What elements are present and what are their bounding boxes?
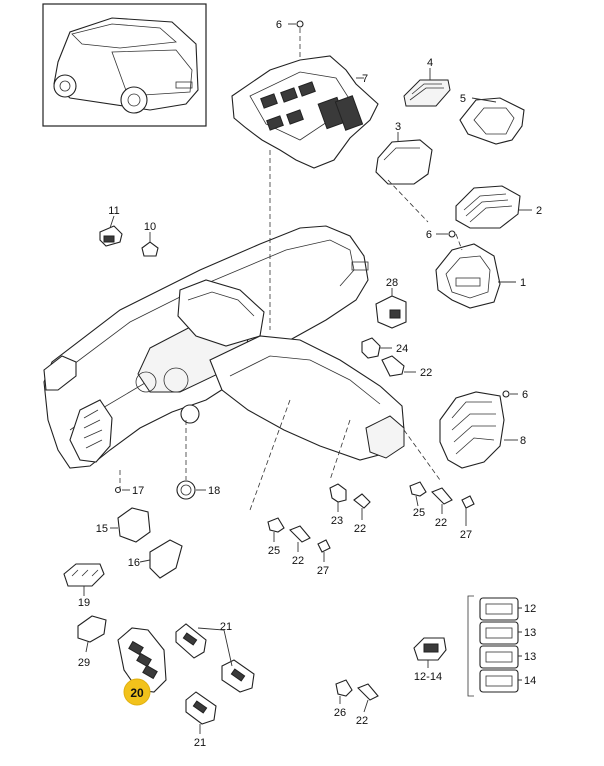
part-21-switch-b[interactable]	[221, 659, 255, 693]
callout-25-b[interactable]: 25	[413, 507, 425, 519]
callout-22-a[interactable]: 22	[420, 367, 432, 379]
part-24-switch[interactable]	[361, 337, 381, 359]
part-23-bulb-holder-a[interactable]	[329, 483, 347, 503]
button-variants-bracket	[467, 595, 519, 697]
callout-22-c[interactable]: 22	[292, 555, 304, 567]
callout-24[interactable]: 24	[396, 343, 408, 355]
callout-4[interactable]: 4	[427, 57, 433, 69]
callout-10[interactable]: 10	[144, 221, 156, 233]
callout-17[interactable]: 17	[132, 485, 144, 497]
callout-19[interactable]: 19	[78, 597, 90, 609]
callout-16[interactable]: 16	[128, 557, 140, 569]
part-25-bulb-holder-a[interactable]	[267, 517, 285, 533]
highlighted-callout-20[interactable]: 20	[123, 678, 151, 706]
part-22-bulb-d[interactable]	[431, 487, 453, 505]
part-21-switch-a[interactable]	[175, 623, 207, 659]
callout-6-b[interactable]: 6	[426, 229, 432, 241]
part-27-bulb-b[interactable]	[461, 495, 475, 509]
callout-6-a[interactable]: 6	[276, 19, 282, 31]
part-22-bulb-f[interactable]	[357, 683, 379, 701]
part-6-screw-b[interactable]	[448, 230, 456, 238]
callout-28[interactable]: 28	[386, 277, 398, 289]
callout-22-b[interactable]: 22	[354, 523, 366, 535]
callout-12-14[interactable]: 12-14	[414, 671, 442, 683]
callout-21-a[interactable]: 21	[220, 621, 232, 633]
part-28-socket[interactable]	[375, 295, 407, 329]
leader-lines	[83, 23, 532, 734]
vehicle-thumbnail	[42, 3, 207, 127]
callout-2[interactable]: 2	[536, 205, 542, 217]
callout-22-d[interactable]: 22	[435, 517, 447, 529]
part-6-screw-c[interactable]	[502, 390, 510, 398]
part-2-vent[interactable]	[455, 185, 521, 229]
part-25-bulb-holder-b[interactable]	[409, 481, 427, 497]
callout-23[interactable]: 23	[331, 515, 343, 527]
part-8-side-panel[interactable]	[439, 391, 505, 469]
callout-13-a[interactable]: 13	[524, 627, 536, 639]
part-26-bulb-holder[interactable]	[335, 679, 353, 697]
callout-labels: 6 7 4 5 3 2 11 10 6 1 28 24 22 6 8 17 18…	[78, 19, 542, 749]
part-10-sensor[interactable]	[141, 241, 159, 257]
part-7-center-console-upper[interactable]	[231, 55, 379, 169]
callout-8[interactable]: 8	[520, 435, 526, 447]
part-19-switch-panel[interactable]	[63, 563, 105, 587]
callout-12[interactable]: 12	[524, 603, 536, 615]
callout-1[interactable]: 1	[520, 277, 526, 289]
part-29-trim[interactable]	[77, 615, 107, 643]
dashboard-main[interactable]	[43, 225, 405, 469]
part-18-knob[interactable]	[176, 480, 196, 500]
callout-5[interactable]: 5	[460, 93, 466, 105]
part-11-switch[interactable]	[99, 225, 123, 247]
callout-25-a[interactable]: 25	[268, 545, 280, 557]
callout-15[interactable]: 15	[96, 523, 108, 535]
part-4-trim-insert[interactable]	[403, 79, 451, 107]
part-12-14-button[interactable]	[413, 637, 447, 661]
part-27-bulb-a[interactable]	[317, 539, 331, 553]
callout-20[interactable]: 20	[130, 686, 144, 700]
part-1-console-housing[interactable]	[435, 243, 501, 309]
callout-29[interactable]: 29	[78, 657, 90, 669]
part-22-bulb-a[interactable]	[381, 355, 405, 377]
callout-26[interactable]: 26	[334, 707, 346, 719]
callout-13-b[interactable]: 13	[524, 651, 536, 663]
callout-11[interactable]: 11	[108, 205, 119, 217]
callout-3[interactable]: 3	[395, 121, 401, 133]
part-6-screw-a[interactable]	[296, 20, 304, 28]
callout-7[interactable]: 7	[362, 73, 368, 85]
callout-27-b[interactable]: 27	[460, 529, 472, 541]
callout-27-a[interactable]: 27	[317, 565, 329, 577]
part-22-bulb-b[interactable]	[353, 493, 371, 509]
callout-22-f[interactable]: 22	[356, 715, 368, 727]
callout-6-c[interactable]: 6	[522, 389, 528, 401]
part-20-window-switch[interactable]	[117, 627, 167, 693]
part-22-bulb-c[interactable]	[289, 525, 311, 543]
callout-18[interactable]: 18	[208, 485, 220, 497]
callout-21-b[interactable]: 21	[194, 737, 206, 749]
callout-14[interactable]: 14	[524, 675, 536, 687]
part-21-switch-c[interactable]	[185, 691, 217, 725]
part-3-cover[interactable]	[375, 139, 433, 185]
part-15-module[interactable]	[117, 507, 151, 543]
part-16-bracket[interactable]	[149, 539, 183, 579]
part-5-frame[interactable]	[459, 97, 525, 145]
part-17-screw[interactable]	[114, 486, 122, 494]
